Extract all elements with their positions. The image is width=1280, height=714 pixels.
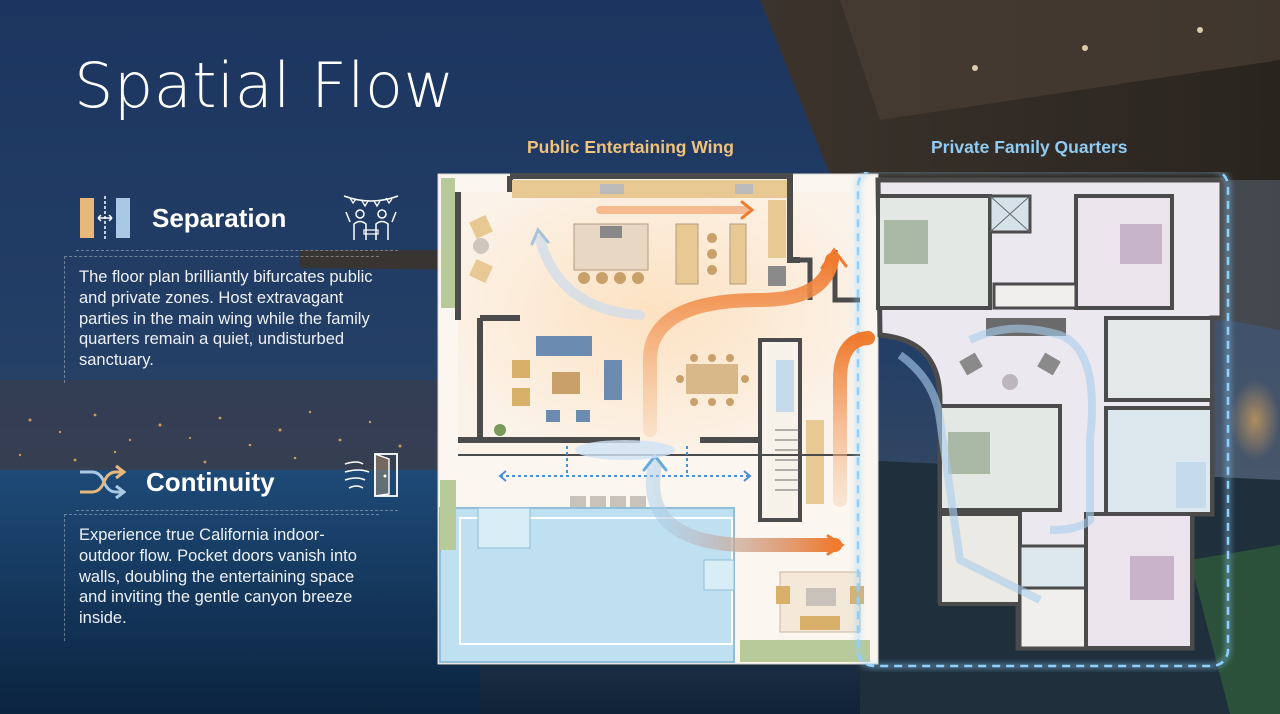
flow-arrows (530, 200, 875, 556)
continuity-heading-row: Continuity (78, 462, 275, 502)
slide-title: Spatial Flow (74, 49, 455, 122)
continuity-heading: Continuity (146, 466, 275, 497)
separation-heading: Separation (152, 202, 287, 233)
private-wing-plan (875, 177, 1225, 651)
party-people-icon (343, 195, 399, 240)
continuity-divider (76, 510, 398, 511)
shuffle-arrows-icon (80, 464, 126, 500)
private-wing-label: Private Family Quarters (931, 137, 1128, 157)
public-wing-plan (437, 173, 879, 665)
separation-heading-row: Separation (78, 196, 286, 240)
split-divider-icon (80, 196, 130, 240)
wind-door-icon (344, 453, 398, 497)
floor-plan (437, 172, 1231, 669)
public-wing-label: Public Entertaining Wing (527, 137, 734, 157)
separation-body: The floor plan brilliantly bifurcates pu… (64, 256, 379, 383)
continuity-body: Experience true California indoor-outdoo… (64, 514, 379, 641)
separation-divider (76, 250, 398, 251)
